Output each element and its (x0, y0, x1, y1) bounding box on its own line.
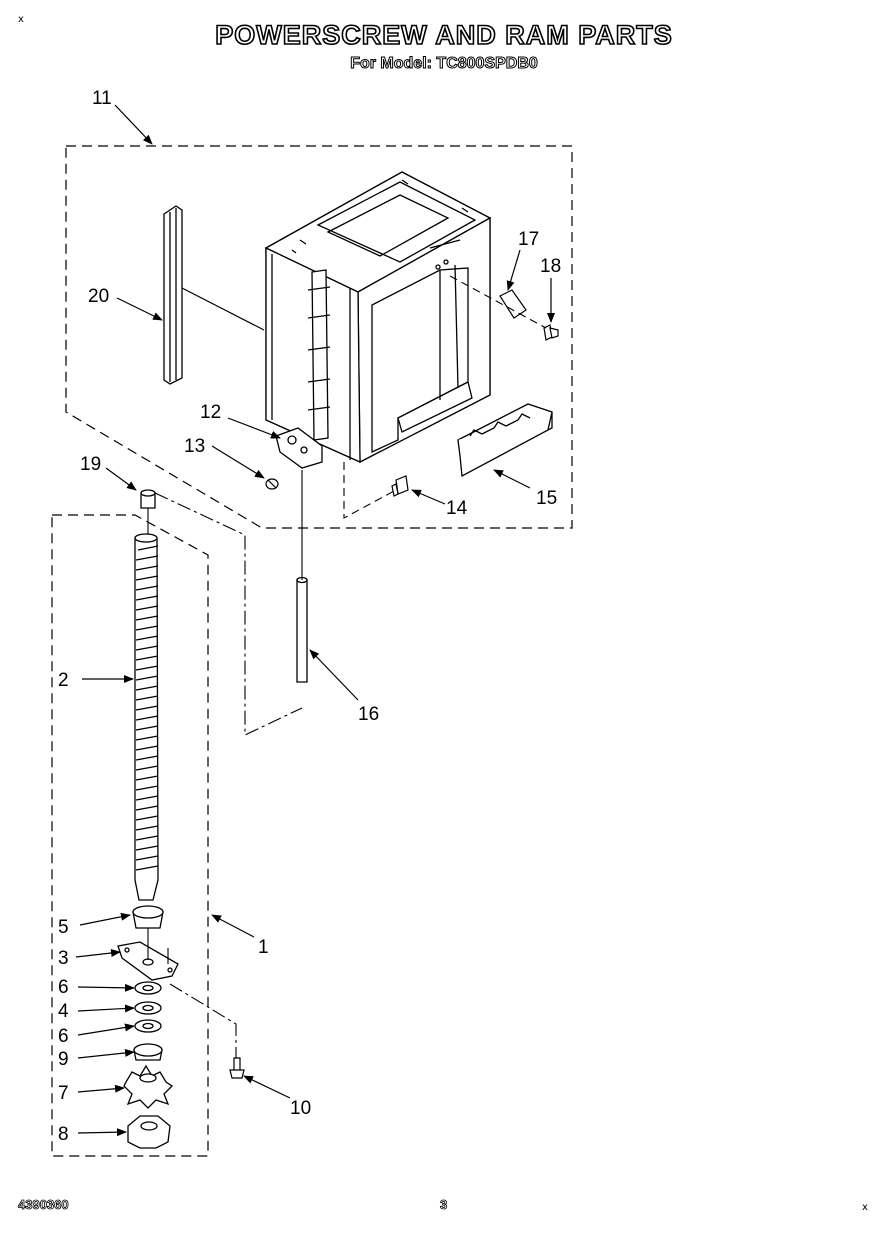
part-5-bushing (132, 905, 164, 929)
callout-13: 13 (184, 436, 205, 457)
rail-leader-line (181, 287, 265, 331)
part-14-screw (391, 475, 409, 497)
part-7-sprocket (123, 1064, 174, 1109)
part-18-bolt (543, 324, 559, 341)
part-16-pin (296, 576, 308, 683)
part-2-powerscrew (134, 533, 159, 901)
powerscrew-assembly-boundary (51, 514, 209, 1157)
part-10-screw (229, 1057, 245, 1079)
callout-14: 14 (446, 498, 468, 519)
part-8-nut (127, 1115, 171, 1149)
callout-5: 5 (58, 917, 69, 938)
callout-6-upper: 6 (58, 977, 69, 998)
callout-11: 11 (92, 88, 112, 109)
callout-7: 7 (58, 1083, 69, 1104)
callout-20: 20 (88, 286, 109, 307)
part-13-clip (265, 478, 279, 490)
part-15-plate (457, 403, 553, 478)
callout-4: 4 (58, 1001, 69, 1022)
part-12-bracket (275, 427, 323, 469)
callout-2: 2 (58, 670, 69, 691)
washer-stack (134, 981, 162, 1033)
page-number: 3 (440, 1197, 448, 1213)
callout-1: 1 (258, 937, 269, 958)
callout-8: 8 (58, 1124, 69, 1145)
part-9-cup (133, 1043, 163, 1061)
callout-arrows (75, 104, 555, 1137)
part-20-side-rail (163, 205, 183, 385)
page-title: POWERSCREW AND RAM PARTS (214, 19, 673, 51)
model-subtitle: For Model: TC800SPDB0 (350, 55, 539, 73)
callout-6-lower: 6 (58, 1026, 69, 1047)
callout-17: 17 (518, 229, 539, 250)
corner-mark-bottom-right: x (862, 1202, 868, 1213)
callout-3: 3 (58, 948, 69, 969)
part-3-mount-plate (117, 941, 179, 981)
part-19-cap (140, 489, 156, 509)
corner-mark-top-left: x (18, 14, 24, 25)
ram-box-drawing (264, 171, 492, 464)
callout-19: 19 (80, 454, 101, 475)
document-number: 4390360 (18, 1197, 69, 1213)
ram-assembly-boundary (65, 145, 573, 529)
part-17-bracket (499, 289, 527, 319)
assembly-lines (147, 275, 547, 1058)
callout-9: 9 (58, 1049, 69, 1070)
callout-18: 18 (540, 256, 561, 277)
callout-12: 12 (200, 402, 221, 423)
callout-10: 10 (290, 1098, 311, 1119)
callout-16: 16 (358, 704, 379, 725)
callout-15: 15 (536, 488, 557, 509)
